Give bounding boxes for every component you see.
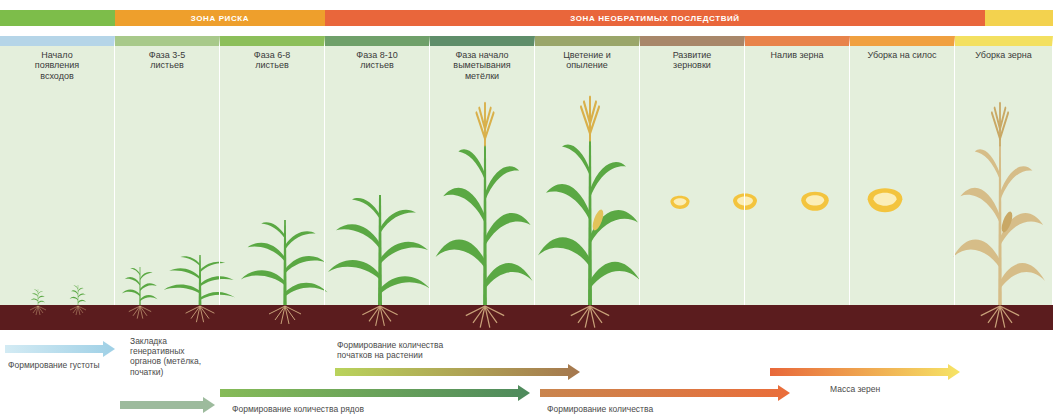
corn-ear xyxy=(590,208,605,231)
stage-title: Уборка зерна xyxy=(968,50,1040,60)
growth-stage-column: Фаза 8-10 листьев xyxy=(325,36,430,305)
dry-plant xyxy=(953,103,1045,305)
irreversible-zone-bar: ЗОНА НЕОБРАТИМЫХ ПОСЛЕДСТВИЙ xyxy=(325,10,985,26)
stage-title: Фаза 3-5 листьев xyxy=(131,50,203,71)
growth-stage-column: Начало появления всходов xyxy=(0,36,115,305)
arrow-caption: Формирование количества початков на раст… xyxy=(337,340,467,360)
soil-band xyxy=(0,305,1053,330)
arrow-caption: Формирование количества рядов xyxy=(232,404,492,414)
harvest-zone-bar xyxy=(985,10,1053,26)
arrow-caption: Формирование густоты xyxy=(8,360,112,370)
growth-stage-column: Уборка зерна xyxy=(955,36,1053,305)
growth-stage-column: Фаза начало выметывания метёлки xyxy=(430,36,535,305)
tassels xyxy=(476,97,599,145)
arrow-caption: Масса зерен xyxy=(830,384,940,394)
stage-title: Фаза 8-10 листьев xyxy=(341,50,413,71)
corn-plants xyxy=(31,140,640,305)
zone-title: ЗОНА НЕОБРАТИМЫХ ПОСЛЕДСТВИЙ xyxy=(570,14,739,23)
arrow-caption: Закладка генеративных органов (метёлка, … xyxy=(130,336,216,377)
plant-roots xyxy=(30,306,1019,328)
stage-title: Цветение и опыление xyxy=(551,50,623,71)
growth-stage-column: Развитие зерновки xyxy=(640,36,745,305)
stage-title: Уборка на силос xyxy=(866,50,938,60)
zone-title: ЗОНА РИСКА xyxy=(191,14,249,23)
kernels xyxy=(670,188,902,212)
stage-panel xyxy=(0,36,1053,305)
stage-title: Фаза 6-8 листьев xyxy=(236,50,308,71)
growth-stage-column: Налив зерна xyxy=(745,36,850,305)
stage-title: Фаза начало выметывания метёлки xyxy=(446,50,518,81)
growth-stage-column: Фаза 6-8 листьев xyxy=(220,36,325,305)
stage-title: Развитие зерновки xyxy=(656,50,728,71)
growth-stage-column: Цветение и опыление xyxy=(535,36,640,305)
growth-stage-column: Фаза 3-5 листьев xyxy=(115,36,220,305)
safe-zone-bar xyxy=(0,10,115,26)
arrow-caption: Формирование количества xyxy=(547,404,767,414)
stage-title: Налив зерна xyxy=(761,50,833,60)
growth-stage-column: Уборка на силос xyxy=(850,36,955,305)
stage-title: Начало появления всходов xyxy=(21,50,93,81)
risk-zone-bar: ЗОНА РИСКА xyxy=(115,10,325,26)
